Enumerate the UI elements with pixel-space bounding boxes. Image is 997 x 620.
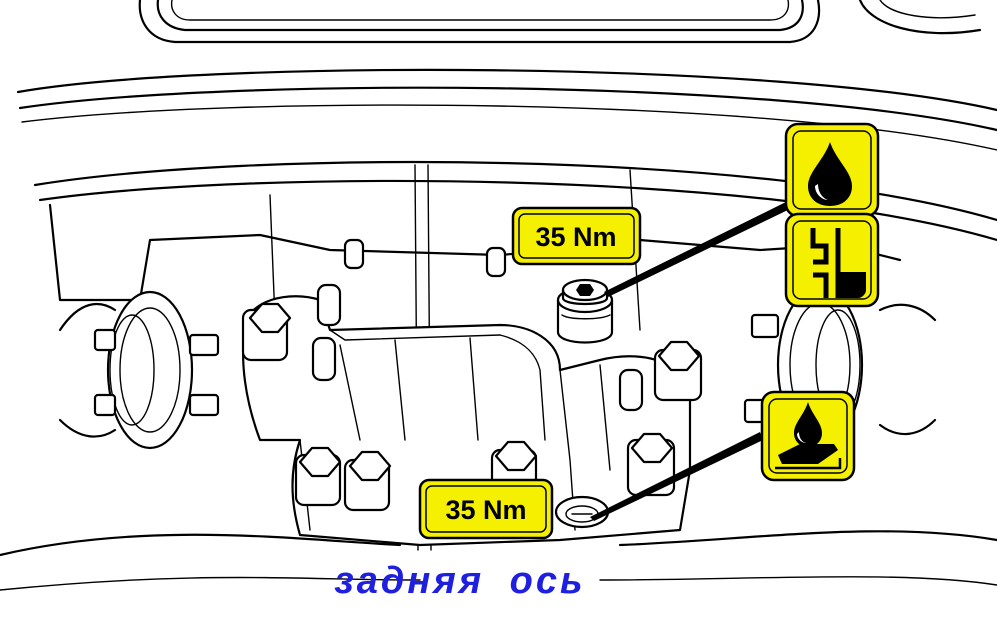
left-drive-flange <box>58 290 220 450</box>
axle-caption: задняя ось <box>334 560 586 602</box>
oil-drop-icon <box>784 122 880 218</box>
torque-label-drain: 35 Nm <box>418 478 554 540</box>
bolt <box>343 450 392 512</box>
fill-level-icon <box>784 212 880 308</box>
bolt <box>241 302 292 362</box>
leader-lines <box>590 200 792 521</box>
bolt <box>653 340 703 402</box>
torque-value-fill: 35 Nm <box>535 222 616 252</box>
drain-oil-icon <box>760 390 856 482</box>
housing-studs <box>311 238 644 412</box>
torque-value-drain: 35 Nm <box>445 495 526 525</box>
vehicle-body-outline <box>0 0 997 591</box>
fill-plug <box>556 278 614 344</box>
bolt <box>294 446 342 507</box>
torque-label-fill: 35 Nm <box>511 206 642 266</box>
